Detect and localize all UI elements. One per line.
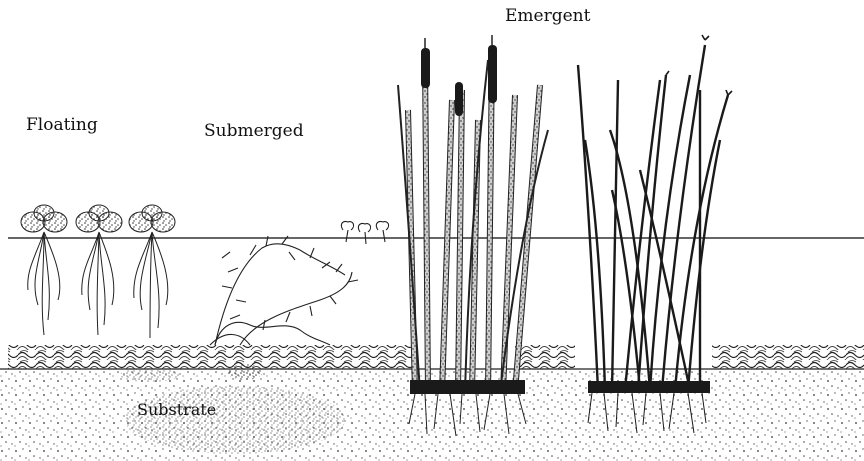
floating-plants	[21, 205, 175, 338]
substrate-dense-patch	[125, 386, 345, 454]
label-submerged: Submerged	[204, 123, 304, 140]
label-substrate: Substrate	[137, 402, 216, 418]
submerged-plants	[210, 236, 358, 345]
label-floating: Floating	[26, 117, 98, 134]
label-emergent: Emergent	[505, 8, 590, 25]
small-floating-sprouts	[341, 221, 388, 244]
sediment-layer	[0, 345, 864, 369]
